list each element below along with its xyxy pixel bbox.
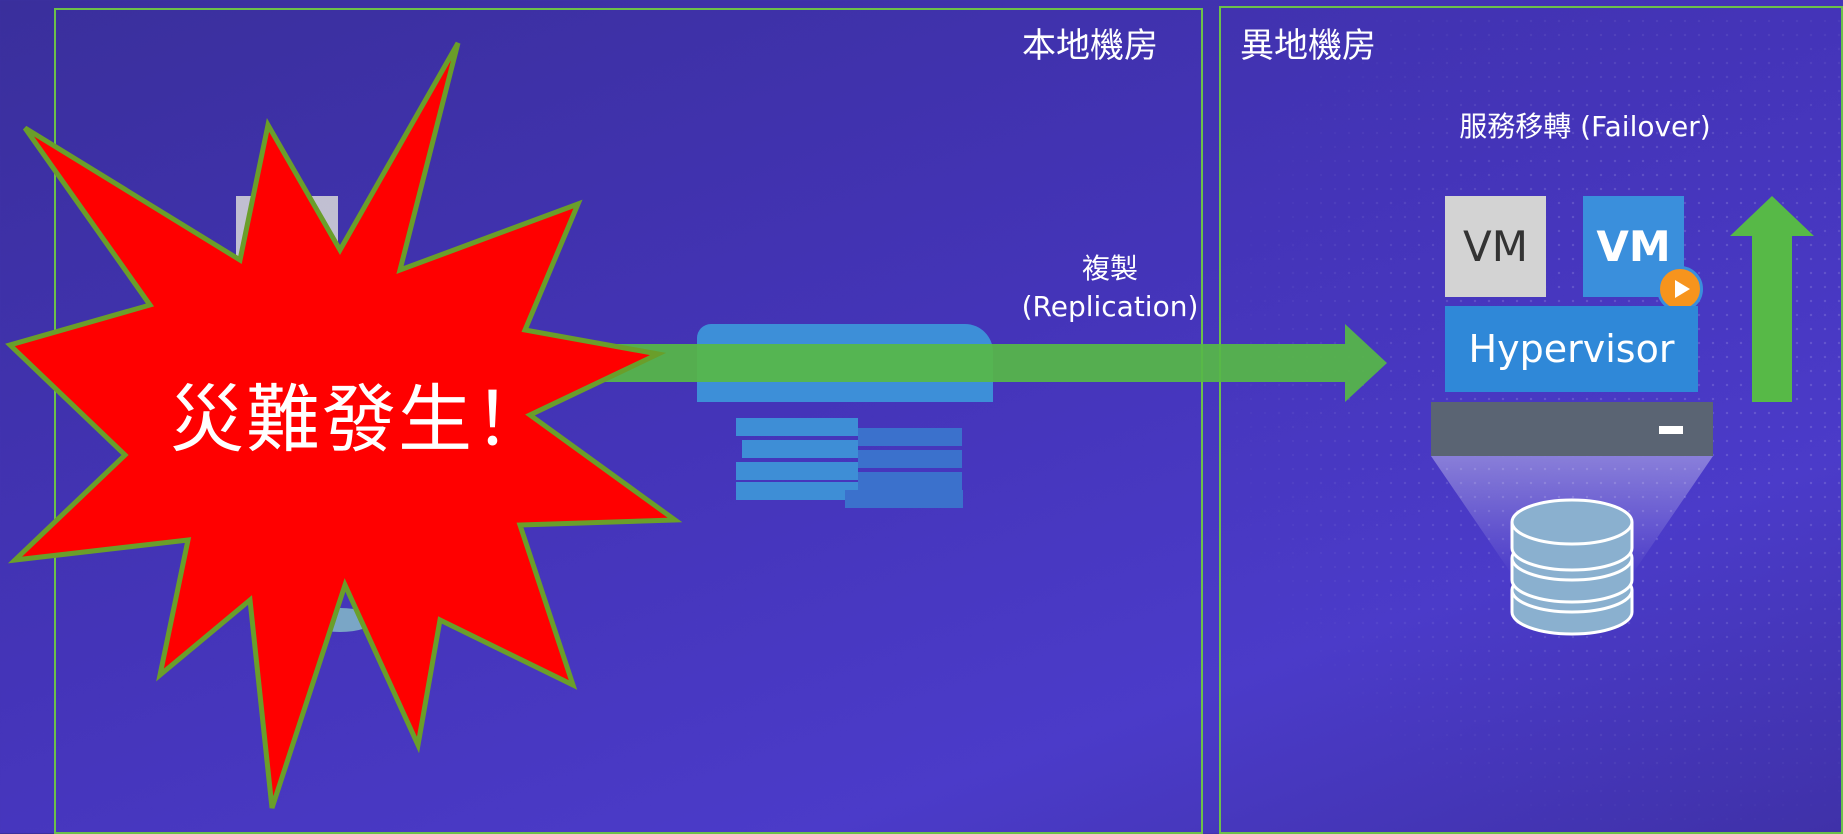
replication-label: 複製 (Replication) <box>1010 250 1210 326</box>
remote-site-label: 異地機房 <box>1240 26 1376 66</box>
replication-label-en: (Replication) <box>1021 290 1199 323</box>
hypervisor-block: Hypervisor <box>1445 306 1698 392</box>
explosion-icon <box>5 41 683 809</box>
failover-up-arrow-icon <box>1730 196 1814 402</box>
disaster-text: 災難發生！ <box>170 377 550 463</box>
failover-label: 服務移轉 (Failover) <box>1459 110 1711 143</box>
vm-active: VM <box>1583 196 1684 297</box>
server-icon <box>1431 402 1713 456</box>
database-icon <box>1510 498 1634 636</box>
vm-standby: VM <box>1445 196 1546 297</box>
replication-label-zh: 複製 <box>1081 252 1138 285</box>
local-site-label: 本地機房 <box>1022 26 1158 66</box>
server-led <box>1659 426 1683 434</box>
